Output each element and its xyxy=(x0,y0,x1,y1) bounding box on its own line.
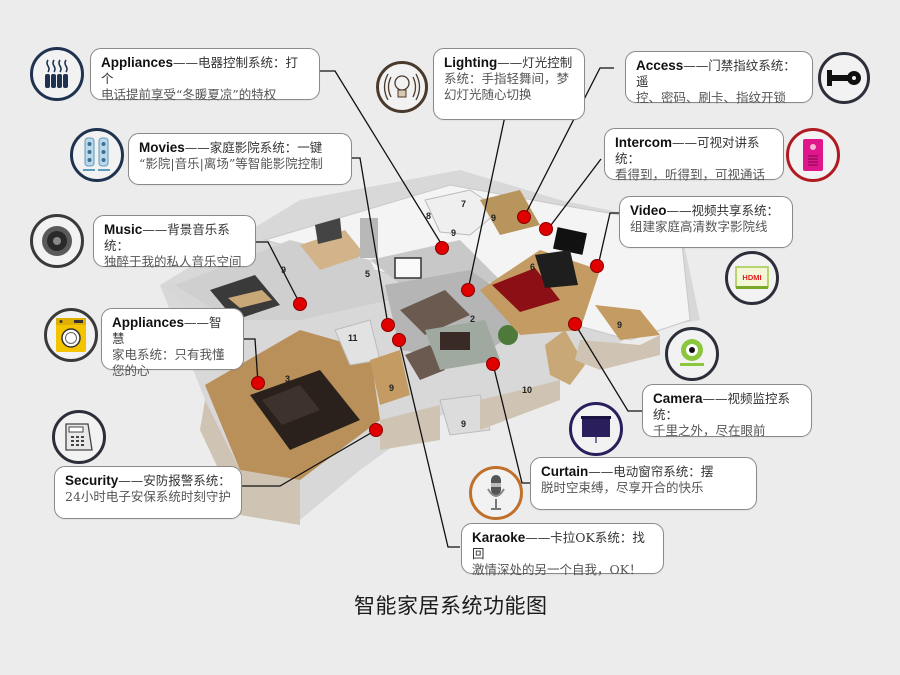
projection-screen-icon xyxy=(569,402,623,456)
callout-camera: Camera——视频监控系统： 千里之外，尽在眼前 xyxy=(642,384,812,438)
hotspot-music[interactable] xyxy=(293,297,307,311)
room-number: 9 xyxy=(389,383,394,393)
callout-music: Music——背景音乐系统： 独醉于我的私人音乐空间 xyxy=(93,215,256,269)
callout-lighting: Lighting——灯光控制 系统：手指轻舞间，梦 幻灯光随心切换 xyxy=(433,48,585,120)
hotspot-access[interactable] xyxy=(517,210,531,224)
hdmi-icon: HDMI xyxy=(725,251,779,305)
speakers-icon xyxy=(70,128,124,182)
hotspot-camera[interactable] xyxy=(568,317,582,331)
hotspot-movies[interactable] xyxy=(381,318,395,332)
room-number: 3 xyxy=(285,374,290,384)
webcam-icon xyxy=(665,327,719,381)
room-number: 10 xyxy=(522,385,532,395)
room-number: 9 xyxy=(451,228,456,238)
callout-intercom: Intercom——可视对讲系统： 看得到，听得到，可视通话 xyxy=(604,128,784,182)
room-number: 11 xyxy=(348,333,358,343)
room-number: 2 xyxy=(470,314,475,324)
callout-video: Video——视频共享系统： 组建家庭高清数字影院线 xyxy=(619,196,793,248)
hotspot-security[interactable] xyxy=(369,423,383,437)
callout-curtain: Curtain——电动窗帘系统：摆 脱时空束缚，尽享开合的快乐 xyxy=(530,457,757,510)
callout-security: Security——安防报警系统： 24小时电子安保系统时刻守护 xyxy=(54,466,242,519)
key-icon xyxy=(818,52,870,104)
room-number: 9 xyxy=(461,419,466,429)
room-number: 7 xyxy=(461,199,466,209)
svg-text:HDMI: HDMI xyxy=(742,273,761,282)
loudspeaker-icon xyxy=(30,214,84,268)
diagram-title: 智能家居系统功能图 xyxy=(354,594,548,618)
room-number: 9 xyxy=(617,320,622,330)
hotspot-lighting[interactable] xyxy=(461,283,475,297)
hotspot-intercom[interactable] xyxy=(539,222,553,236)
room-number: 8 xyxy=(426,211,431,221)
hotspot-appliances[interactable] xyxy=(435,241,449,255)
radiator-heating-icon xyxy=(30,47,84,101)
callout-appliances-control: Appliances——电器控制系统：打个 电话提前享受“冬暖夏凉”的特权 xyxy=(90,48,320,102)
room-number: 9 xyxy=(491,213,496,223)
callout-appliances-smart: Appliances——智慧 家电系统：只有我懂 您的心 xyxy=(101,308,244,378)
intercom-panel-icon xyxy=(786,128,840,182)
hotspot-video[interactable] xyxy=(590,259,604,273)
washing-machine-icon xyxy=(44,308,98,362)
hotspot-appliances-smart[interactable] xyxy=(251,376,265,390)
callout-movies: Movies——家庭影院系统：一键 “影院|音乐|离场”等智能影院控制 xyxy=(128,133,352,185)
light-bulb-icon xyxy=(376,61,428,113)
callout-karaoke: Karaoke——卡拉OK系统：找回 激情深处的另一个自我，OK！ xyxy=(461,523,664,577)
room-number: 9 xyxy=(281,265,286,275)
room-number: 6 xyxy=(530,262,535,272)
callout-access: Access——门禁指纹系统：遥 控、密码、刷卡、指纹开锁 xyxy=(625,51,813,105)
room-number: 5 xyxy=(365,269,370,279)
hotspot-curtain[interactable] xyxy=(486,357,500,371)
alarm-keypad-icon xyxy=(52,410,106,464)
hotspot-karaoke[interactable] xyxy=(392,333,406,347)
hotspots xyxy=(251,210,604,437)
microphone-icon xyxy=(469,466,523,520)
leader-lines xyxy=(242,67,643,548)
